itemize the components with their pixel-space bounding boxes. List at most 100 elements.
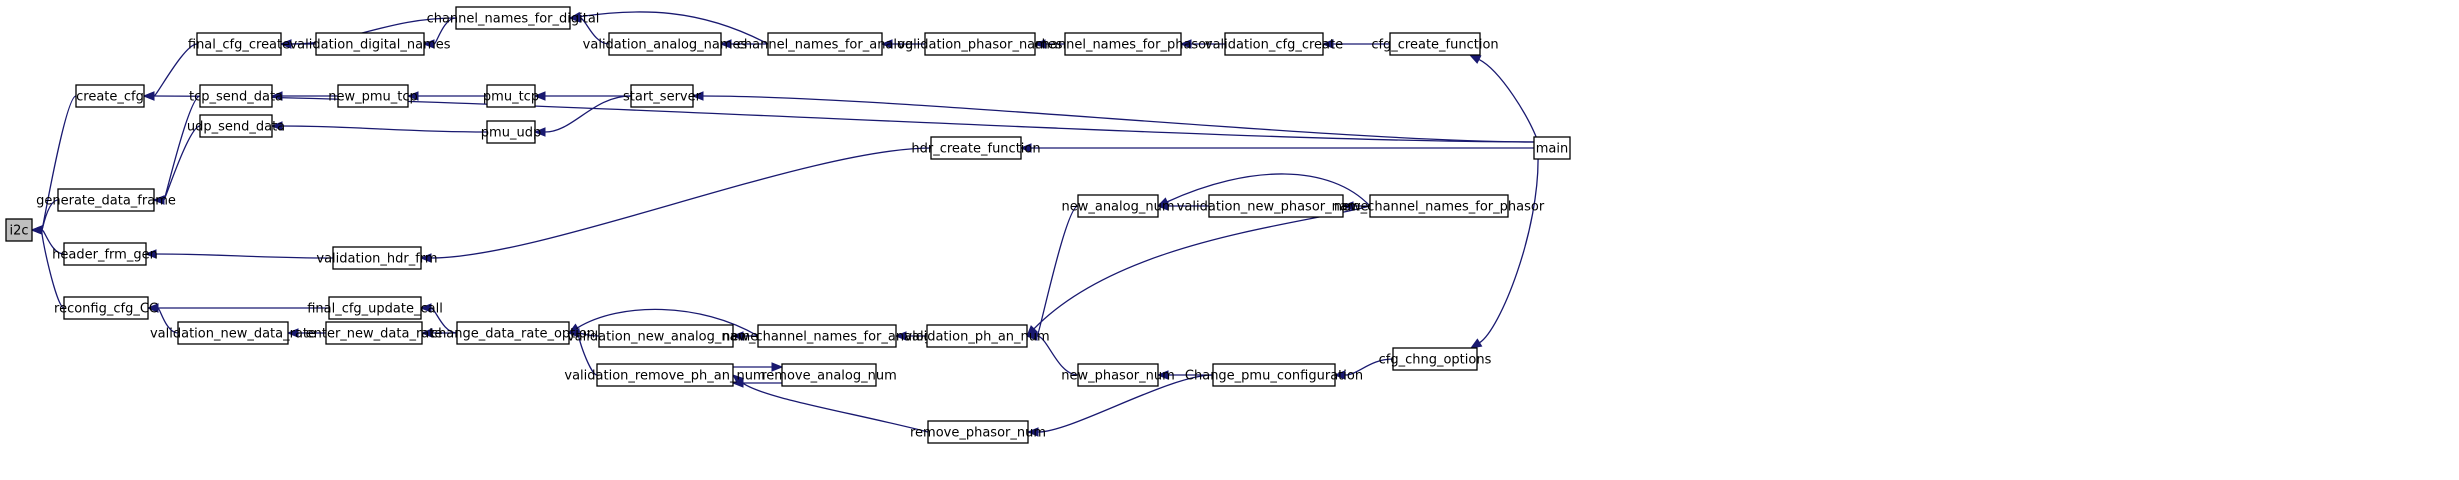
node-box-main[interactable] [1533,136,1571,160]
edge-remove_phasor_num-to-validation_remove_ph_an_num [740,380,929,433]
node-box-validation_ph_an_num[interactable] [926,324,1028,348]
node-reconfig_cfg_CC[interactable]: reconfig_cfg_CC [54,296,158,320]
node-main[interactable]: main [1533,136,1571,160]
node-box-cfg_chng_options[interactable] [1392,347,1478,371]
node-validation_digital_names[interactable]: validation_digital_names [289,32,451,56]
edge-main-to-cfg_chng_options [1479,153,1539,344]
node-new_pmu_tcp[interactable]: new_pmu_tcp [328,84,418,108]
arrowhead-cfg_chng_options-to-Change_pmu_configuration [1333,370,1346,380]
edge-main-to-start_server [702,95,1539,143]
node-box-header_frm_gen[interactable] [63,242,147,266]
node-label-validation_digital_names: validation_digital_names [289,38,450,53]
edge-new_analog_num-to-validation_ph_an_num [1036,205,1079,337]
node-box-final_cfg_create[interactable] [196,32,282,56]
node-box-validation_cfg_create[interactable] [1224,32,1324,56]
node-box-change_data_rate_option[interactable] [456,321,570,345]
node-box-new_pmu_tcp[interactable] [337,84,409,108]
node-box-reconfig_cfg_CC[interactable] [63,296,149,320]
node-header_frm_gen[interactable]: header_frm_gen [52,242,158,266]
node-validation_new_phasor_names[interactable]: validation_new_phasor_names [1177,194,1376,218]
node-box-remove_phasor_num[interactable] [927,420,1029,444]
node-generate_data_frame[interactable]: generate_data_frame [36,188,176,212]
node-validation_cfg_create[interactable]: validation_cfg_create [1205,32,1343,56]
node-box-start_server[interactable] [630,84,694,108]
node-box-channel_names_for_digital[interactable] [455,6,571,30]
node-pmu_udp[interactable]: pmu_udp [481,120,541,144]
node-hdr_create_function[interactable]: hdr_create_function [911,136,1041,160]
node-change_data_rate_option[interactable]: change_data_rate_option [431,321,595,345]
edge-cfg_chng_options-to-Change_pmu_configuration [1344,358,1394,376]
arrowhead-pmu_udp-to-udp_send_data [270,121,283,131]
node-new_channel_names_for_phasor[interactable]: new_channel_names_for_phasor [1334,194,1545,218]
node-box-new_channel_names_for_analog[interactable] [757,324,897,348]
node-start_server[interactable]: start_server [623,84,702,108]
edge-start_server-to-pmu_udp [544,95,632,133]
node-label-new_analog_num: new_analog_num [1061,200,1174,215]
node-box-validation_new_data_rate[interactable] [177,321,289,345]
node-remove_phasor_num[interactable]: remove_phasor_num [910,420,1046,444]
node-box-validation_digital_names[interactable] [315,32,425,56]
node-validation_new_data_rate[interactable]: validation_new_data_rate [150,321,316,345]
node-new_channel_names_for_analog[interactable]: new_channel_names_for_analog [722,324,932,348]
node-pmu_tcp[interactable]: pmu_tcp [483,84,539,108]
node-box-validation_new_analog_names[interactable] [598,324,734,348]
arrowhead-validation_new_data_rate-to-reconfig_cfg_CC [146,303,159,313]
arrowhead-channel_names_for_digital-to-final_cfg_create [279,39,292,49]
node-box-remove_analog_num[interactable] [781,363,877,387]
edge-channel_names_for_analog-to-channel_names_for_digital [579,11,769,45]
node-box-final_cfg_update_call[interactable] [328,296,422,320]
node-box-channel_names_for_analog[interactable] [767,32,883,56]
node-validation_analog_names[interactable]: validation_analog_names [583,32,748,56]
node-box-validation_hdr_frm[interactable] [332,246,422,270]
node-enter_new_data_rate[interactable]: enter_new_data_rate [306,321,443,345]
node-box-create_cfg[interactable] [75,84,145,108]
node-validation_remove_ph_an_num[interactable]: validation_remove_ph_an_num [564,363,766,387]
node-box-validation_phasor_names[interactable] [924,32,1036,56]
node-box-i2c[interactable] [5,218,33,242]
node-udp_send_data[interactable]: udp_send_data [187,114,285,138]
edge-header_frm_gen-to-i2c [41,229,65,255]
node-box-channel_names_for_phasor[interactable] [1064,32,1182,56]
node-box-generate_data_frame[interactable] [57,188,155,212]
arrowhead-udp_send_data-to-generate_data_frame [152,195,165,205]
nodes-layer: i2c create_cfg generate_data_frame header_f… [5,6,1571,444]
node-channel_names_for_phasor[interactable]: channel_names_for_phasor [1035,32,1213,56]
node-tcp_send_data[interactable]: tcp_send_data [189,84,283,108]
node-box-enter_new_data_rate[interactable] [325,321,423,345]
node-box-cfg_create_function[interactable] [1389,32,1481,56]
arrowhead-main-to-start_server [691,91,704,101]
node-create_cfg[interactable]: create_cfg [75,84,145,108]
node-validation_ph_an_num[interactable]: validation_ph_an_num [904,324,1050,348]
node-label-pmu_udp: pmu_udp [481,126,541,141]
node-final_cfg_create[interactable]: final_cfg_create [188,32,290,56]
node-box-hdr_create_function[interactable] [930,136,1022,160]
node-final_cfg_update_call[interactable]: final_cfg_update_call [307,296,443,320]
node-box-udp_send_data[interactable] [199,114,273,138]
node-new_analog_num[interactable]: new_analog_num [1061,194,1175,218]
node-box-new_analog_num[interactable] [1077,194,1159,218]
node-validation_new_analog_names[interactable]: validation_new_analog_names [567,324,765,348]
node-box-new_phasor_num[interactable] [1077,363,1159,387]
node-channel_names_for_digital[interactable]: channel_names_for_digital [427,6,600,30]
node-Change_pmu_configuration[interactable]: Change_pmu_configuration [1185,363,1363,387]
node-cfg_chng_options[interactable]: cfg_chng_options [1379,347,1492,371]
node-cfg_create_function[interactable]: cfg_create_function [1371,32,1499,56]
node-box-pmu_udp[interactable] [486,120,536,144]
node-remove_analog_num[interactable]: remove_analog_num [761,363,897,387]
node-box-tcp_send_data[interactable] [199,84,273,108]
node-i2c[interactable]: i2c [5,218,33,242]
node-box-new_channel_names_for_phasor[interactable] [1369,194,1509,218]
node-label-final_cfg_update_call: final_cfg_update_call [307,302,443,317]
arrowhead-channel_names_for_digital-to-validation_digital_names [422,39,435,49]
node-box-Change_pmu_configuration[interactable] [1212,363,1336,387]
node-validation_hdr_frm[interactable]: validation_hdr_frm [316,246,438,270]
node-box-validation_remove_ph_an_num[interactable] [596,363,734,387]
node-channel_names_for_analog[interactable]: channel_names_for_analog [737,32,913,56]
node-label-validation_analog_names: validation_analog_names [583,38,748,53]
node-box-validation_analog_names[interactable] [608,32,722,56]
node-new_phasor_num[interactable]: new_phasor_num [1061,363,1175,387]
node-validation_phasor_names[interactable]: validation_phasor_names [897,32,1063,56]
node-box-pmu_tcp[interactable] [486,84,536,108]
node-box-validation_new_phasor_names[interactable] [1208,194,1344,218]
arrowhead-main-to-cfg_create_function [1468,54,1482,64]
